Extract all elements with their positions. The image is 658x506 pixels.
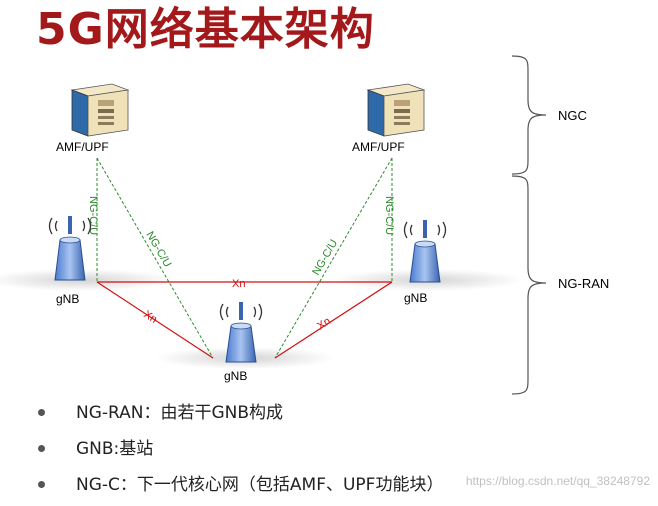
gnb-label-center: gNB [224, 369, 247, 383]
bullet-dot [38, 409, 45, 416]
ng-link-right-diagonal [274, 157, 393, 359]
bullet-list: NG-RAN：由若干GNB构成 GNB:基站 NG-C：下一代核心网（包括AMF… [30, 398, 443, 506]
ng-label-left-vertical: NG-C/U [87, 196, 99, 235]
bullet-text: NG-RAN：由若干GNB构成 [76, 403, 284, 423]
region-label-ngran: NG-RAN [558, 276, 609, 291]
core-label-right: AMF/UPF [352, 140, 405, 154]
bullet-item: GNB:基站 [30, 434, 443, 470]
core-label-left: AMF/UPF [56, 140, 109, 154]
bullet-item: NG-C：下一代核心网（包括AMF、UPF功能块） [30, 470, 443, 506]
ng-label-right-vertical: NG-C/U [383, 196, 395, 235]
bullet-text: NG-C：下一代核心网（包括AMF、UPF功能块） [76, 475, 444, 495]
gnb-label-right: gNB [404, 291, 427, 305]
ng-link-left-diagonal [96, 157, 214, 359]
xn-links [96, 281, 393, 359]
gnb-label-left: gNB [56, 292, 79, 306]
ground-shadow-left [0, 269, 175, 291]
bullet-text: GNB:基站 [76, 439, 154, 459]
region-label-ngc: NGC [558, 108, 587, 123]
antenna-icon-left [48, 216, 92, 281]
server-icon-left [70, 83, 130, 137]
ng-links [96, 157, 393, 359]
antenna-icon-right [403, 220, 447, 283]
antenna-icon-center [219, 302, 263, 363]
watermark: https://blog.csdn.net/qq_38248792 [465, 474, 650, 488]
ngc-brace [511, 55, 547, 175]
ngran-brace [511, 175, 547, 395]
xn-label-left: Xn [141, 308, 159, 325]
xn-link-right [274, 281, 393, 359]
server-icon-right [366, 83, 426, 137]
bullet-item: NG-RAN：由若干GNB构成 [30, 398, 443, 434]
bullet-dot [38, 481, 45, 488]
bullet-dot [38, 445, 45, 452]
xn-link-left [96, 281, 214, 359]
slide-title: 5G网络基本架构 [36, 4, 375, 55]
xn-label-top: Xn [232, 278, 245, 290]
